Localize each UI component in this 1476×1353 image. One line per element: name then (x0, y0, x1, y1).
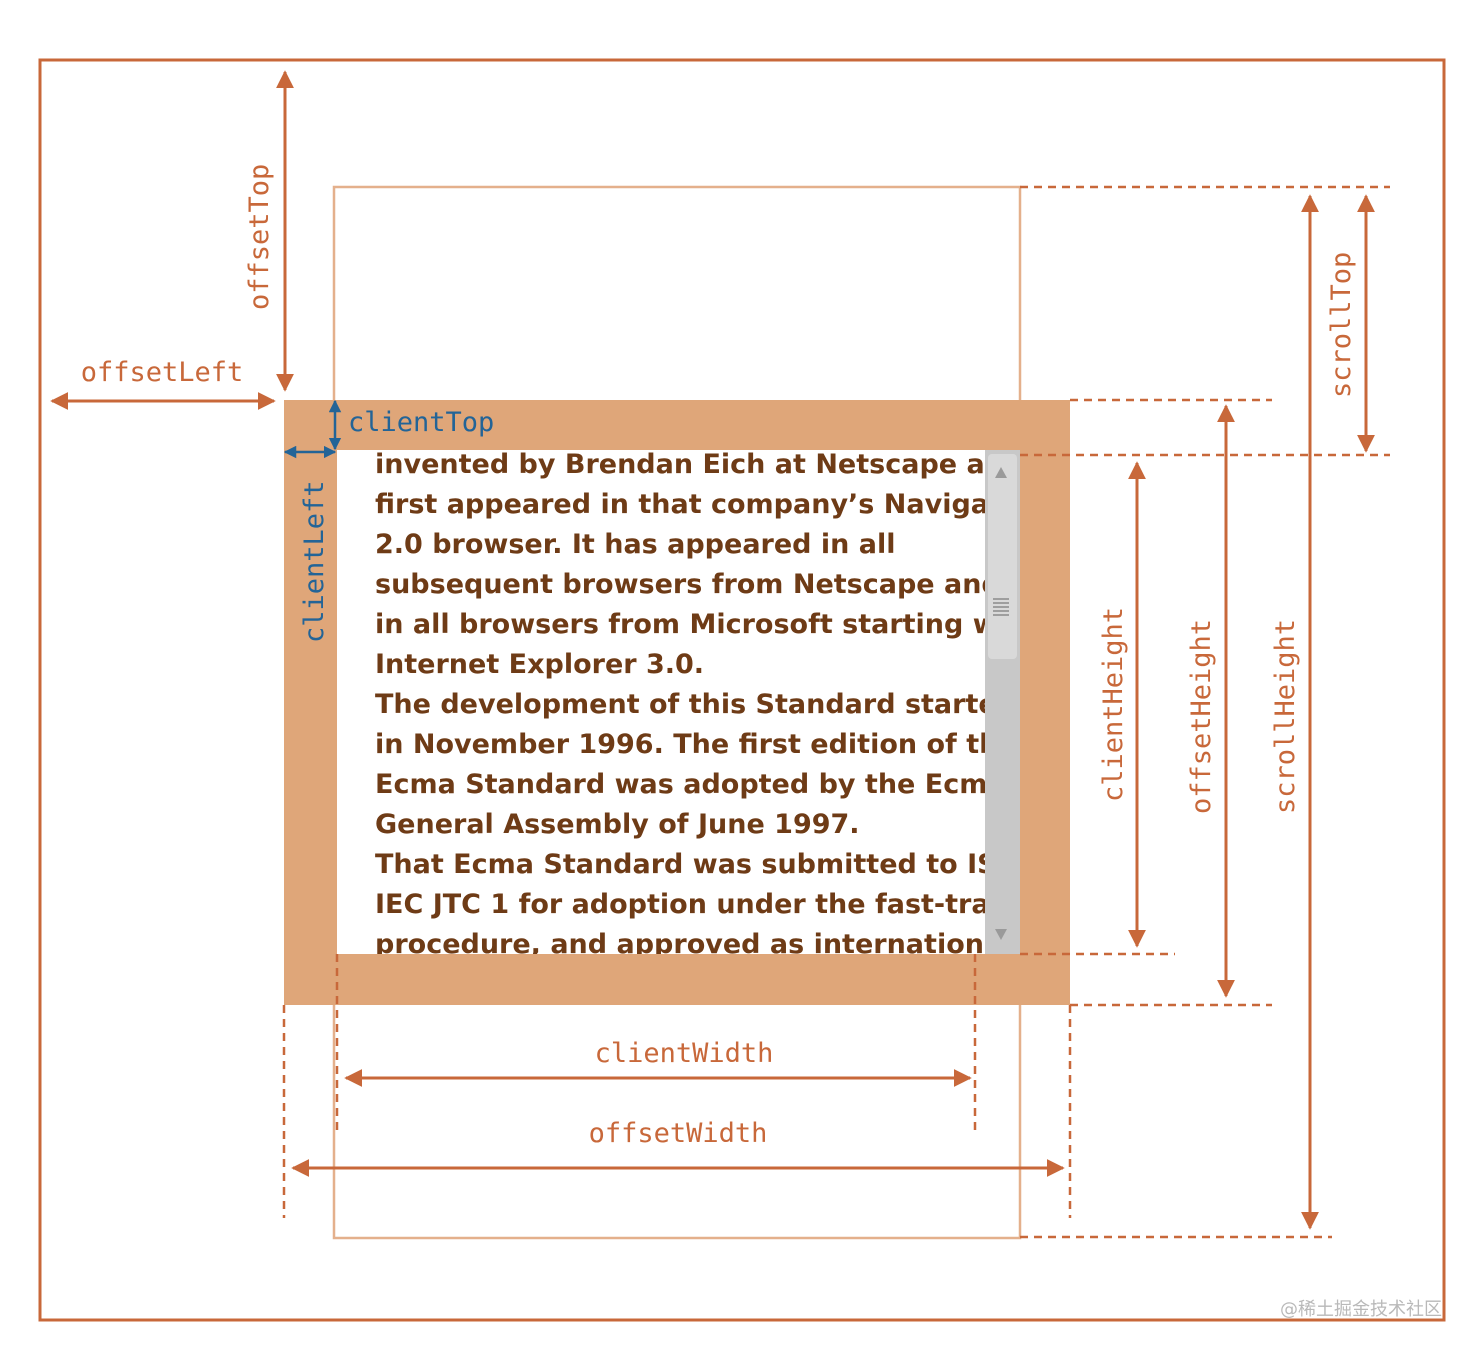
client-width-label: clientWidth (595, 1038, 774, 1069)
text-content: invented by Brendan Eich at Netscape and… (375, 449, 1039, 960)
content-line: 2.0 browser. It has appeared in all (375, 529, 896, 560)
scroll-height-label: scrollHeight (1270, 619, 1301, 814)
client-height-label: clientHeight (1098, 607, 1129, 802)
client-border-arrows (283, 399, 342, 459)
content-line: procedure, and approved as international (375, 929, 1011, 960)
content-line: That Ecma Standard was submitted to ISO/ (375, 849, 1030, 880)
content-line: General Assembly of June 1997. (375, 809, 860, 840)
offset-parent-frame (38, 58, 1446, 1322)
client-area (337, 450, 985, 954)
scrollbar-thumb[interactable] (988, 454, 1017, 659)
offset-height-label: offsetHeight (1186, 619, 1217, 814)
content-line: IEC JTC 1 for adoption under the fast-tr… (375, 889, 1025, 920)
offset-left-label: offsetLeft (81, 357, 244, 388)
client-left-label: clientLeft (299, 480, 330, 643)
scrollbar-grip-icon (993, 598, 1009, 616)
content-line: in November 1996. The first edition of t… (375, 729, 1024, 760)
client-top-label: clientTop (348, 407, 494, 438)
scroll-down-arrow-icon[interactable] (995, 929, 1007, 940)
scroll-top-label: scrollTop (1326, 252, 1357, 398)
watermark: @稀土掘金技术社区 (1280, 1299, 1442, 1320)
content-line: subsequent browsers from Netscape and (375, 569, 1001, 600)
offset-width-label: offsetWidth (589, 1118, 768, 1149)
content-line: in all browsers from Microsoft starting … (375, 609, 1039, 640)
content-line: invented by Brendan Eich at Netscape and (375, 449, 1023, 480)
content-line: Internet Explorer 3.0. (375, 649, 704, 680)
offset-top-label: offsetTop (244, 164, 275, 310)
scroll-up-arrow-icon[interactable] (995, 467, 1007, 478)
guide-lines (282, 185, 1390, 1239)
scrollbar[interactable] (985, 450, 1020, 954)
content-line: Ecma Standard was adopted by the Ecma (375, 769, 1006, 800)
dimension-arrows (50, 70, 1375, 1230)
content-line: The development of this Standard started (375, 689, 1016, 720)
content-line: first appeared in that company’s Navigat… (375, 489, 1034, 520)
